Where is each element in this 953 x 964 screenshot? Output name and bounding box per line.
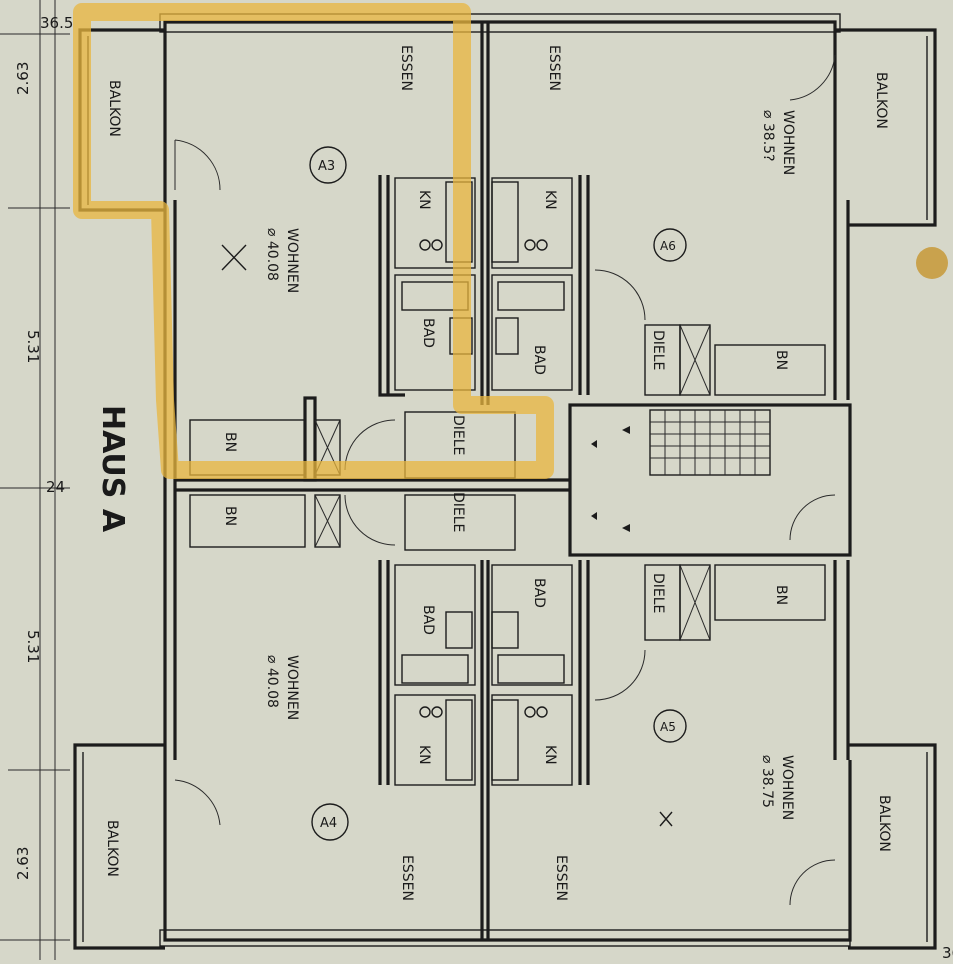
dim-middle: 24 [46,478,65,496]
doors [174,54,836,906]
label-essen-bl: ESSEN [399,855,415,901]
label-kn-4: KN [542,745,558,765]
highlighted-unit-outline [73,3,554,479]
label-area-tr: ⌀ 38.5? [760,110,776,161]
label-balkon-bl: BALKON [104,820,120,877]
label-bn-3: BN [773,350,789,370]
unit-marker-tr: A6 [653,228,687,262]
label-kn-3: KN [416,745,432,765]
cross-marks [221,244,673,827]
label-essen-br: ESSEN [553,855,569,901]
building-title: HAUS A [95,405,130,533]
dim-lower-balcony: 2.63 [14,847,32,880]
upper-core [378,175,590,397]
unit-marker-br: A5 [653,709,687,743]
label-balkon-tr: BALKON [873,72,889,129]
dim-top: 36.5 [40,14,73,32]
label-bn-2: BN [222,506,238,526]
dim-bottom: 36 [942,944,953,960]
svg-text:A5: A5 [660,720,676,734]
svg-text:A3: A3 [318,159,335,174]
label-diele-1: DIELE [450,415,466,455]
label-wohnen-br: WOHNEN [779,755,795,820]
dim-upper-balcony: 2.63 [14,62,32,95]
label-kn-1: KN [416,190,432,210]
label-bad-4: BAD [531,578,547,608]
label-wohnen-bl: WOHNEN [284,655,300,720]
dim-upper-room: 5.31 [24,330,42,363]
stairwell [568,403,852,557]
label-essen-tr: ESSEN [546,45,562,91]
label-area-tl: ⌀ 40.08 [264,228,280,281]
label-bad-3: BAD [420,605,436,635]
label-essen-tl: ESSEN [398,45,414,91]
unit-marker-tl: A3 [309,146,347,184]
punch-hole [916,247,948,279]
label-diele-3: DIELE [650,330,666,370]
svg-text:A6: A6 [660,239,676,253]
unit-marker-bl: A4 [311,803,349,841]
label-bad-1: BAD [420,318,436,348]
label-area-br: ⌀ 38.75 [759,755,775,808]
label-wohnen-tl: WOHNEN [284,228,300,293]
label-balkon-tl: BALKON [106,80,122,137]
label-area-bl: ⌀ 40.08 [264,655,280,708]
label-diele-4: DIELE [650,573,666,613]
dimension-line [0,0,70,960]
label-wohnen-tr: WOHNEN [780,110,796,175]
label-bn-1: BN [222,432,238,452]
label-bn-4: BN [773,585,789,605]
outer-walls [159,13,852,947]
label-bad-2: BAD [531,345,547,375]
party-walls [175,22,570,940]
right-entry [594,269,826,701]
label-diele-2: DIELE [450,492,466,532]
lower-core [378,560,590,786]
label-kn-2: KN [542,190,558,210]
dim-lower-room: 5.31 [24,630,42,663]
svg-text:A4: A4 [320,816,337,831]
label-balkon-br: BALKON [876,795,892,852]
